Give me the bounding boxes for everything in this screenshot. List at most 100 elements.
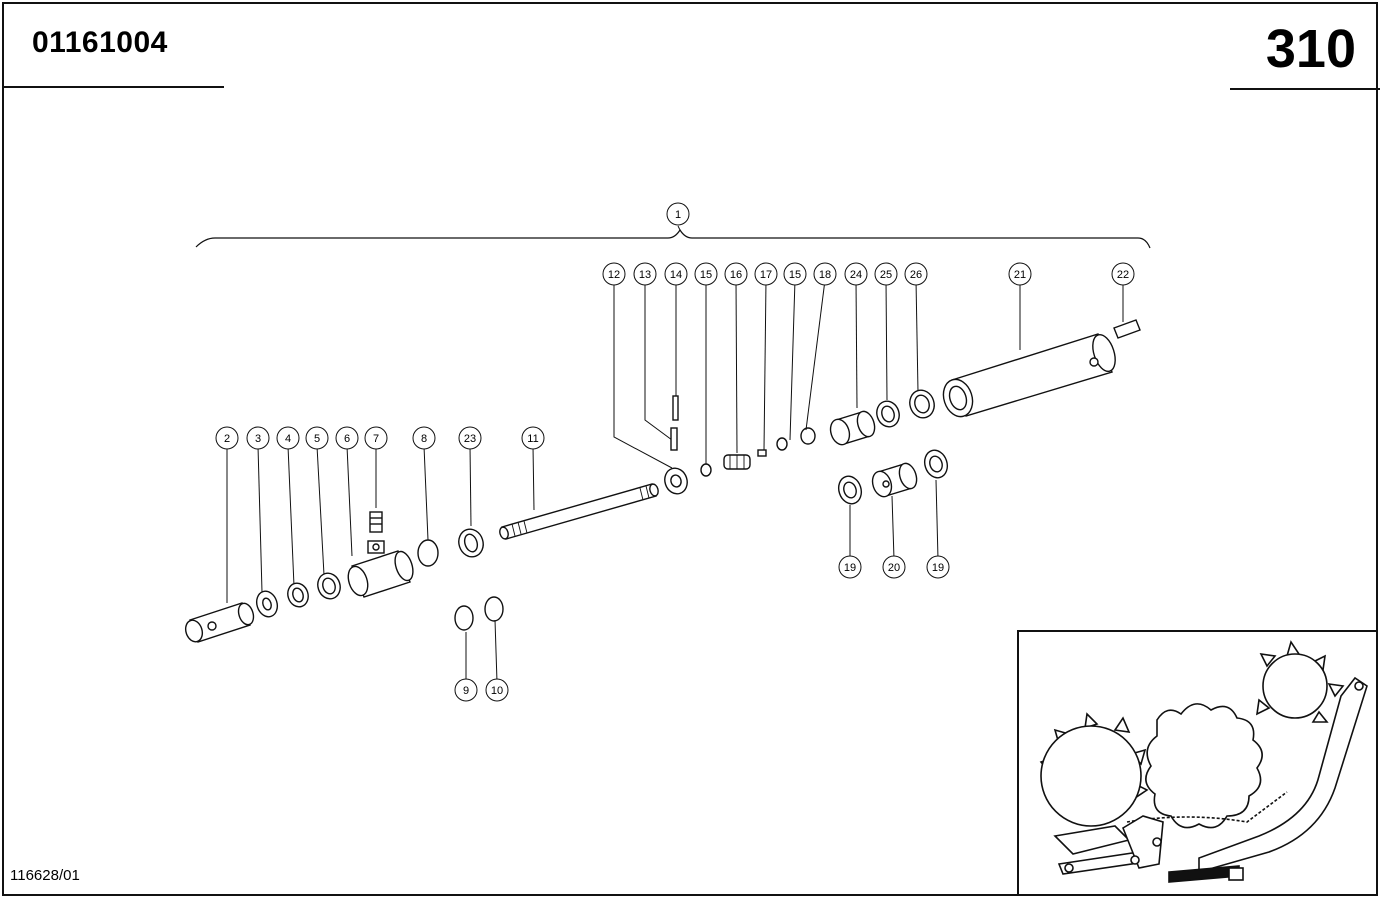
callout-20-label: 20	[888, 562, 900, 574]
callout-6-label: 6	[344, 433, 350, 445]
part-7-fitting	[369, 511, 383, 533]
callout-13: 13	[633, 262, 657, 286]
callout-8-label: 8	[421, 433, 427, 445]
callout-12-label: 12	[608, 269, 620, 281]
right-sprocket	[1255, 640, 1345, 723]
callout-16: 16	[724, 262, 748, 286]
locator-inset	[1017, 630, 1378, 896]
callout-22: 22	[1111, 262, 1135, 286]
callout-14-label: 14	[670, 269, 682, 281]
part-16-spring	[723, 454, 751, 470]
callout-9-label: 9	[463, 685, 469, 697]
part-25-ring	[876, 400, 900, 428]
callout-24-label: 24	[850, 269, 862, 281]
callout-26-label: 26	[910, 269, 922, 281]
callout-15b: 15	[783, 262, 807, 286]
parts	[184, 319, 1141, 643]
drawing-reference-number: 116628/01	[10, 867, 80, 884]
part-19-ring-2	[923, 449, 949, 479]
callout-10: 10	[485, 678, 509, 702]
callout-6: 6	[335, 426, 359, 450]
frame-arm	[1198, 676, 1368, 874]
part-17-pin	[757, 449, 767, 457]
page-number: 310	[1265, 19, 1356, 79]
callout-10-label: 10	[491, 685, 503, 697]
part-10-oring	[484, 596, 504, 622]
left-sprocket	[1039, 712, 1149, 827]
callout-7-label: 7	[373, 433, 379, 445]
callout-13-label: 13	[639, 269, 651, 281]
callout-15b-label: 15	[789, 269, 801, 281]
callout-4: 4	[276, 426, 300, 450]
lower-linkage	[1053, 815, 1244, 883]
part-9-oring	[454, 605, 474, 631]
part-11-piston-rod	[499, 483, 659, 540]
callout-22-label: 22	[1117, 269, 1129, 281]
part-5-seal	[317, 572, 341, 600]
callout-17: 17	[754, 262, 778, 286]
callout-3-label: 3	[255, 433, 261, 445]
part-3-nut	[255, 590, 279, 618]
part-15-valve-2	[776, 437, 788, 451]
callout-7: 7	[364, 426, 388, 450]
callout-1: 1	[666, 202, 690, 226]
part-4-bushing	[287, 582, 309, 608]
part-6-cylinder-head	[347, 540, 414, 598]
wavy-drum	[1145, 703, 1263, 829]
locator-drawing	[1039, 640, 1368, 883]
callout-1-label: 1	[675, 209, 681, 221]
part-19-ring	[837, 475, 863, 505]
document-number: 01161004	[32, 26, 168, 59]
callout-3: 3	[246, 426, 270, 450]
header-rule-left	[2, 86, 224, 88]
callout-19a-label: 19	[844, 562, 856, 574]
callout-15a: 15	[694, 262, 718, 286]
callout-19b-label: 19	[932, 562, 944, 574]
assembly-bracket	[195, 228, 1151, 249]
part-26-ring	[909, 389, 935, 419]
part-21-cylinder-barrel	[942, 333, 1116, 418]
callout-25-label: 25	[880, 269, 892, 281]
callout-20: 20	[882, 555, 906, 579]
callout-23: 23	[458, 426, 482, 450]
callout-2: 2	[215, 426, 239, 450]
part-12-nut	[664, 467, 688, 495]
callout-5: 5	[305, 426, 329, 450]
callout-11-label: 11	[527, 433, 538, 445]
part-22-fitting	[1113, 319, 1141, 339]
callout-26: 26	[904, 262, 928, 286]
callout-8: 8	[412, 426, 436, 450]
callout-11: 11	[521, 426, 545, 450]
callout-18: 18	[813, 262, 837, 286]
part-2-clevis	[184, 602, 255, 643]
callout-9: 9	[454, 678, 478, 702]
callout-15a-label: 15	[700, 269, 712, 281]
callout-12: 12	[602, 262, 626, 286]
callout-17-label: 17	[760, 269, 772, 281]
part-20-piston	[871, 462, 918, 498]
callout-21: 21	[1008, 262, 1032, 286]
callout-2-label: 2	[224, 433, 230, 445]
part-23-wiper	[458, 528, 484, 558]
part-15-valve	[700, 463, 712, 477]
callout-21-label: 21	[1014, 269, 1026, 281]
callout-16-label: 16	[730, 269, 742, 281]
callout-14: 14	[664, 262, 688, 286]
header-rule-right	[1230, 88, 1380, 90]
callout-18-label: 18	[819, 269, 831, 281]
callout-19a: 19	[838, 555, 862, 579]
part-14-pin	[672, 395, 679, 421]
part-13-pin	[670, 427, 678, 451]
callout-23-label: 23	[464, 433, 476, 445]
leader-lines	[226, 225, 1124, 683]
callout-4-label: 4	[285, 433, 291, 445]
callout-19b: 19	[926, 555, 950, 579]
callout-25: 25	[874, 262, 898, 286]
part-18-oring	[800, 427, 816, 445]
part-8-circlip	[417, 539, 439, 567]
callout-24: 24	[844, 262, 868, 286]
part-24-piston	[829, 410, 876, 446]
callout-5-label: 5	[314, 433, 320, 445]
